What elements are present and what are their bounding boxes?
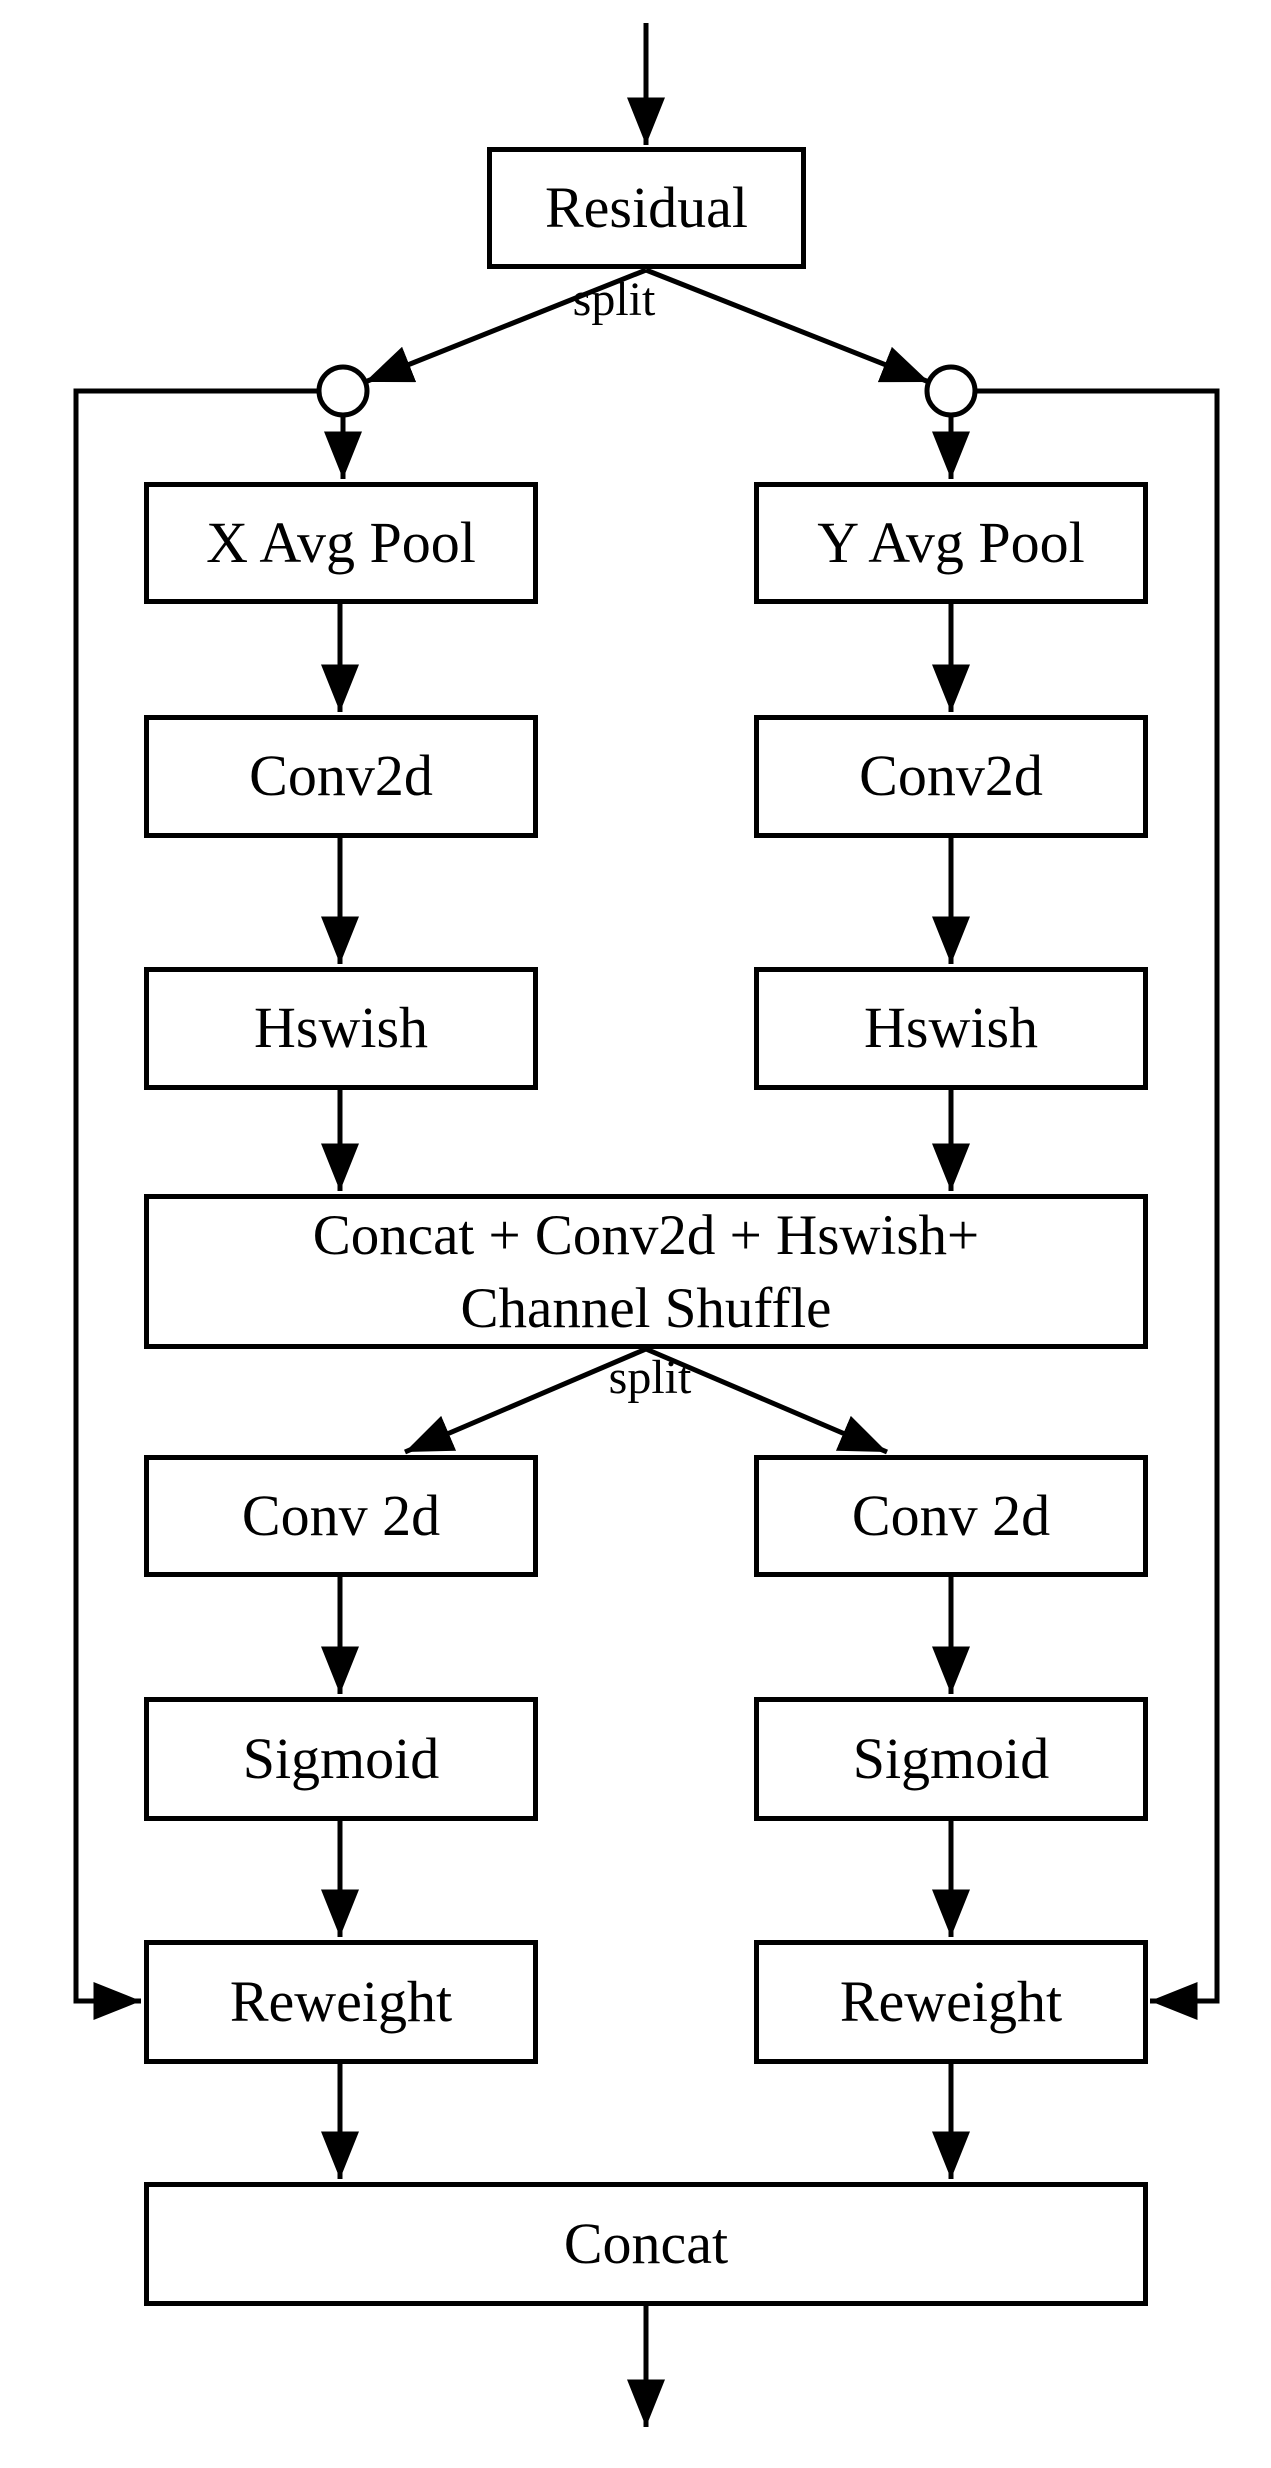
node-hswish-left: Hswish: [144, 967, 538, 1090]
node-conv2d-right: Conv2d: [754, 715, 1148, 838]
node-concat-shuffle-line1: Concat + Conv2d + Hswish+: [312, 1203, 980, 1267]
node-residual-label: Residual: [545, 174, 748, 240]
edge-split-middle-left: [404, 1346, 647, 1455]
edge-label-split-middle: split: [608, 1351, 692, 1404]
node-reweight-right-label: Reweight: [839, 1968, 1063, 2034]
node-residual: Residual: [487, 147, 806, 269]
node-reweight-right: Reweight: [754, 1940, 1148, 2064]
node-x-avg-pool: X Avg Pool: [144, 482, 538, 604]
node-conv2d-left-label: Conv2d: [249, 743, 433, 809]
node-reweight-left-label: Reweight: [229, 1968, 453, 2034]
node-y-avg-pool-label: Y Avg Pool: [817, 509, 1085, 575]
node-conv2d-left: Conv2d: [144, 715, 538, 838]
node-concat-output: Concat: [144, 2182, 1148, 2306]
node-concat-shuffle-line2: Channel Shuffle: [460, 1276, 832, 1340]
node-sigmoid-left: Sigmoid: [144, 1697, 538, 1821]
node-y-avg-pool: Y Avg Pool: [754, 482, 1148, 604]
node-concat-conv2d-hswish-channel-shuffle: Concat + Conv2d + Hswish+ Channel Shuffl…: [144, 1194, 1148, 1349]
edge-split-top-left: [364, 267, 647, 385]
edge-split-top-right: [645, 267, 930, 385]
node-conv2d-split-left-label: Conv 2d: [241, 1482, 441, 1548]
node-hswish-left-label: Hswish: [253, 995, 429, 1061]
node-sigmoid-right-label: Sigmoid: [852, 1725, 1050, 1791]
split-node-left-icon: [316, 364, 370, 418]
skip-connection-right: [975, 388, 1220, 2020]
node-reweight-left: Reweight: [144, 1940, 538, 2064]
node-concat-output-label: Concat: [563, 2210, 729, 2276]
node-hswish-right-label: Hswish: [863, 995, 1039, 1061]
skip-connection-left: [73, 388, 319, 2020]
node-conv2d-split-right-label: Conv 2d: [851, 1482, 1051, 1548]
node-conv2d-split-left: Conv 2d: [144, 1455, 538, 1577]
node-hswish-right: Hswish: [754, 967, 1148, 1090]
node-x-avg-pool-label: X Avg Pool: [206, 509, 476, 575]
node-sigmoid-left-label: Sigmoid: [242, 1725, 440, 1791]
node-conv2d-split-right: Conv 2d: [754, 1455, 1148, 1577]
node-sigmoid-right: Sigmoid: [754, 1697, 1148, 1821]
node-conv2d-right-label: Conv2d: [859, 743, 1043, 809]
edge-label-split-top: split: [572, 273, 656, 326]
split-node-right-icon: [924, 364, 978, 418]
edge-split-middle-right: [645, 1346, 888, 1455]
